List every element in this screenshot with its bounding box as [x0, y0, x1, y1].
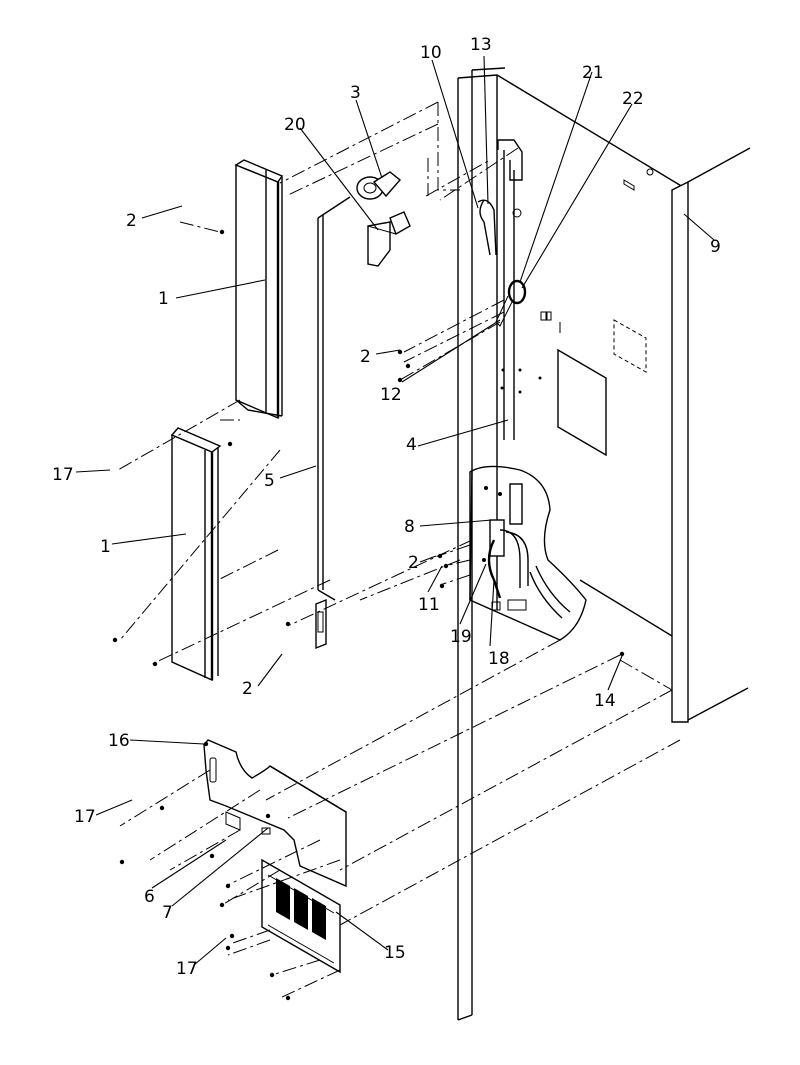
callout-16: 16 [108, 731, 130, 751]
callout-5: 5 [264, 471, 275, 491]
callout-20: 20 [284, 115, 306, 135]
back-panel [315, 196, 351, 650]
callout-2: 2 [408, 553, 419, 573]
callout-22: 22 [622, 89, 644, 109]
callout-2: 2 [126, 211, 137, 231]
leader-lines [75, 55, 715, 966]
block-20 [367, 211, 411, 267]
bracket-plate [203, 739, 347, 888]
callout-19: 19 [450, 627, 472, 647]
callout-8: 8 [404, 517, 415, 537]
callout-10: 10 [420, 43, 442, 63]
callout-12: 12 [380, 385, 402, 405]
callout-2: 2 [360, 347, 371, 367]
callout-14: 14 [594, 691, 616, 711]
callout-4: 4 [406, 435, 417, 455]
phantom-lines [117, 101, 681, 999]
callout-13: 13 [470, 35, 492, 55]
trim-panel-lower [170, 427, 222, 682]
knob-3 [356, 171, 402, 200]
callout-17: 17 [176, 959, 198, 979]
callout-1: 1 [158, 289, 169, 309]
grille [261, 858, 341, 974]
drain-tube-assembly [477, 139, 527, 440]
callout-1: 1 [100, 537, 111, 557]
trim-panel-upper [234, 159, 284, 420]
callout-21: 21 [582, 63, 604, 83]
callout-9: 9 [710, 237, 721, 257]
callout-6: 6 [144, 887, 155, 907]
callout-17: 17 [74, 807, 96, 827]
callout-labels: 1 1 2 2 2 2 3 4 5 6 7 8 9 10 11 12 13 14… [52, 35, 721, 979]
callout-7: 7 [162, 903, 173, 923]
callout-11: 11 [418, 595, 440, 615]
fasteners [112, 229, 625, 1001]
callout-15: 15 [384, 943, 406, 963]
callout-2: 2 [242, 679, 253, 699]
lower-compartment [469, 465, 587, 641]
callout-3: 3 [350, 83, 361, 103]
callout-17: 17 [52, 465, 74, 485]
callout-18: 18 [488, 649, 510, 669]
